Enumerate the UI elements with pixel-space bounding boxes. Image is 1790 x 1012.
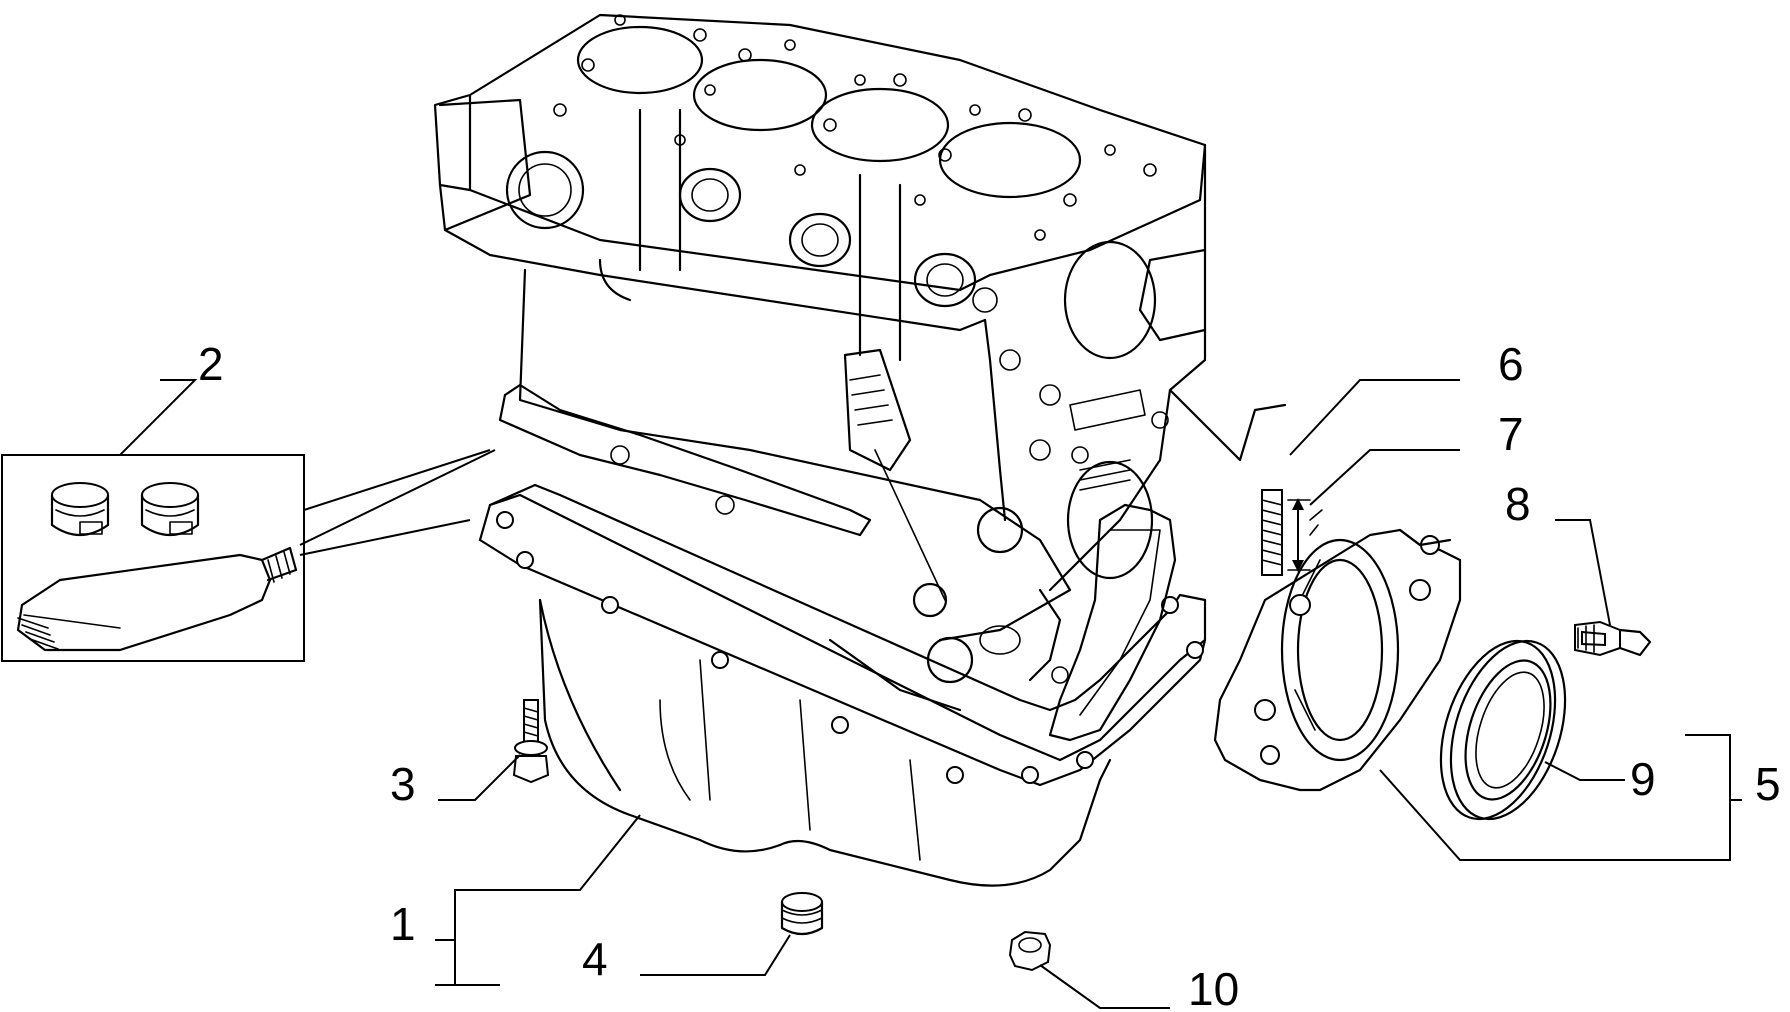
callout-1: 1 bbox=[390, 898, 416, 950]
nut-icon bbox=[1008, 930, 1052, 972]
callout-2: 2 bbox=[198, 338, 224, 390]
seal-housing-gasket bbox=[1048, 503, 1177, 742]
callout-10: 10 bbox=[1188, 963, 1239, 1012]
rear-seal-housing bbox=[1048, 503, 1462, 792]
oil-pan bbox=[478, 483, 1207, 887]
callout-9: 9 bbox=[1630, 753, 1656, 805]
drain-plug-icon bbox=[780, 892, 824, 936]
oil-pan-bolt-holes bbox=[496, 511, 1204, 784]
stud-icon bbox=[1261, 489, 1323, 576]
sealant-tube-icon bbox=[16, 546, 298, 652]
oil-seal-icon bbox=[1439, 639, 1567, 821]
callout-5: 5 bbox=[1755, 758, 1781, 810]
sealant-kit-frame bbox=[1, 454, 305, 662]
oil-pan-gasket-flange bbox=[498, 383, 872, 537]
sealant-cap-icon bbox=[140, 482, 200, 536]
screw-washer-icon bbox=[512, 699, 550, 784]
sealant-kit bbox=[1, 449, 496, 662]
callout-7: 7 bbox=[1498, 408, 1524, 460]
engine-block bbox=[433, 13, 1287, 684]
sealant-cap-icon bbox=[50, 482, 110, 536]
callout-3: 3 bbox=[390, 758, 416, 810]
callout-6: 6 bbox=[1498, 338, 1524, 390]
bolt-icon bbox=[1574, 620, 1652, 657]
callout-labels: 1 2 3 4 5 6 7 8 9 10 bbox=[198, 338, 1781, 1012]
callout-8: 8 bbox=[1505, 478, 1531, 530]
callout-4: 4 bbox=[582, 933, 608, 985]
leader-lines bbox=[119, 379, 1742, 1009]
